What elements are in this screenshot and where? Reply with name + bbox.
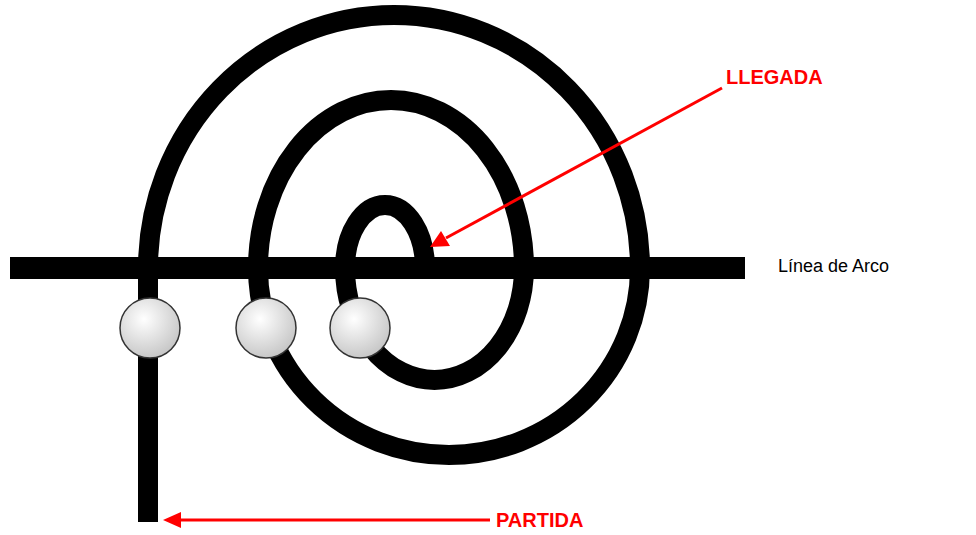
spiral-track xyxy=(148,15,640,522)
line-label: Línea de Arco xyxy=(778,257,889,277)
ball xyxy=(120,298,180,358)
arrow-head xyxy=(163,512,181,528)
leader-line xyxy=(446,88,722,238)
arrow-head xyxy=(430,231,450,247)
ball xyxy=(236,298,296,358)
start-label: PARTIDA xyxy=(496,509,583,531)
ball xyxy=(330,298,390,358)
leader-line xyxy=(180,519,490,522)
arrival-label: LLEGADA xyxy=(726,66,823,88)
